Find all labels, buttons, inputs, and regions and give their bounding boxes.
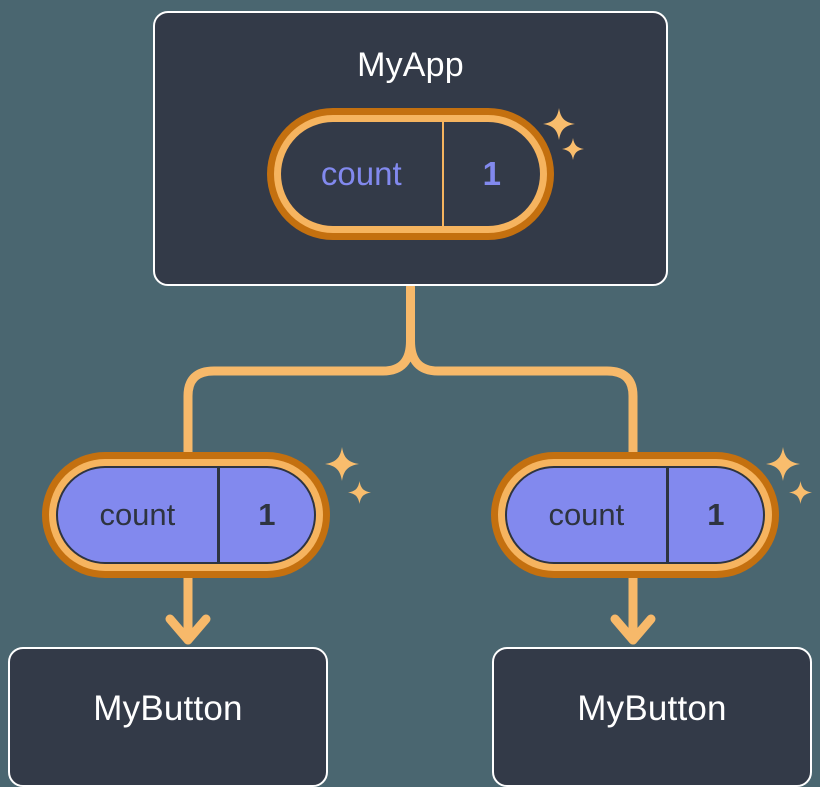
state-pill-ring: count 1	[498, 459, 772, 571]
component-title-mybutton: MyButton	[93, 689, 243, 728]
arrow-left-head	[165, 614, 211, 645]
sparkle-icon	[348, 481, 371, 504]
state-pill-ring: count 1	[274, 115, 547, 233]
sparkle-icon	[766, 447, 800, 481]
component-title-myapp: MyApp	[357, 46, 464, 84]
state-value: 1	[441, 122, 540, 226]
arrow-right-head	[610, 614, 656, 645]
component-card-mybutton-right[interactable]: MyButton	[492, 647, 812, 787]
wire-branch-left	[183, 336, 415, 457]
wire-branch-right	[406, 336, 638, 457]
diagram-canvas: MyApp count 1 count 1	[8, 11, 812, 787]
state-pill-child-left[interactable]: count 1	[42, 452, 330, 578]
state-pill-myapp[interactable]: count 1	[267, 108, 554, 240]
component-card-mybutton-left[interactable]: MyButton	[8, 647, 328, 787]
state-pill-face: count 1	[505, 466, 765, 564]
state-value: 1	[216, 468, 314, 562]
state-pill-face: count 1	[281, 122, 540, 226]
state-key: count	[548, 497, 625, 532]
component-title-mybutton: MyButton	[577, 689, 727, 728]
state-key: count	[99, 497, 176, 532]
state-value: 1	[665, 468, 763, 562]
state-key: count	[320, 155, 402, 192]
sparkle-icon	[325, 447, 359, 481]
state-pill-ring: count 1	[49, 459, 323, 571]
state-pill-face: count 1	[56, 466, 316, 564]
state-pill-child-right[interactable]: count 1	[491, 452, 779, 578]
sparkle-icon	[789, 481, 812, 504]
